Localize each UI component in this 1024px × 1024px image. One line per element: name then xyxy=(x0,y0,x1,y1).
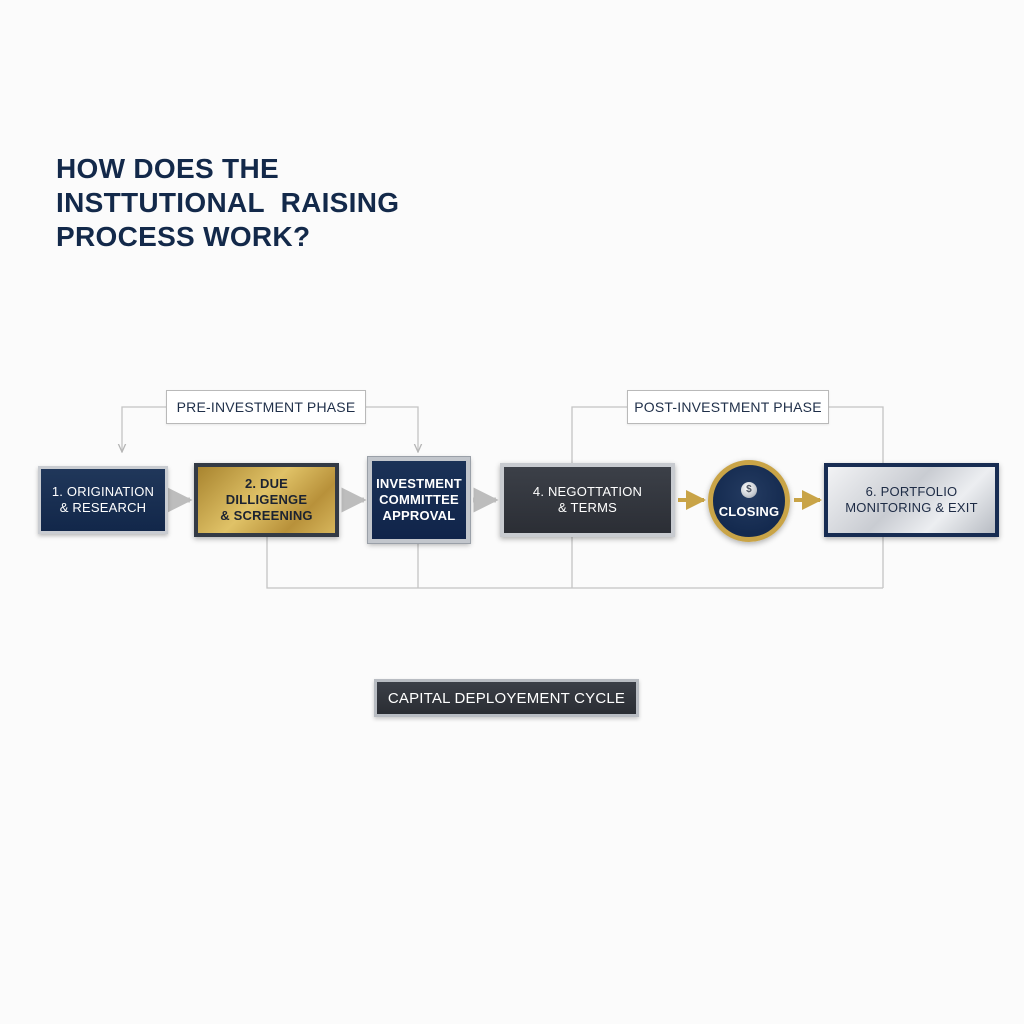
step-label: CLOSING xyxy=(718,504,780,519)
cycle-return-lines xyxy=(266,537,883,589)
step-negotiation-terms: 4. NEGOTTATION & TERMS xyxy=(500,463,675,537)
step-label: 1. ORIGINATION & RESEARCH xyxy=(51,484,155,515)
step-closing: $ CLOSING xyxy=(708,460,790,542)
step-due-diligence-screening: 2. DUE DILLIGENGE & SCREENING xyxy=(194,463,339,537)
page-title: HOW DOES THE INSTTUTIONAL RAISING PROCES… xyxy=(56,152,476,254)
coin-icon: $ xyxy=(741,482,757,498)
step-label: 6. PORTFOLIO MONITORING & EXIT xyxy=(845,484,978,515)
title-line-3: PROCESS WORK? xyxy=(56,221,311,252)
title-line-1: HOW DOES THE xyxy=(56,153,279,184)
capital-deployment-cycle-label: CAPITAL DEPLOYEMENT CYCLE xyxy=(374,679,639,717)
step-label: 4. NEGOTTATION & TERMS xyxy=(532,484,643,515)
pre-phase-bracket xyxy=(122,406,418,452)
step-label: 2. DUE DILLIGENGE & SCREENING xyxy=(220,476,313,523)
step-portfolio-monitoring-exit: 6. PORTFOLIO MONITORING & EXIT xyxy=(824,463,999,537)
title-line-2: INSTTUTIONAL RAISING xyxy=(56,187,400,218)
step-investment-committee-approval: INVESTMENT COMMITTEE APPROVAL xyxy=(367,456,471,544)
post-investment-phase-label: POST-INVESTMENT PHASE xyxy=(627,390,829,424)
step-origination-research: 1. ORIGINATION & RESEARCH xyxy=(38,466,168,534)
step-label: INVESTMENT COMMITTEE APPROVAL xyxy=(376,476,462,523)
pre-investment-phase-label: PRE-INVESTMENT PHASE xyxy=(166,390,366,424)
